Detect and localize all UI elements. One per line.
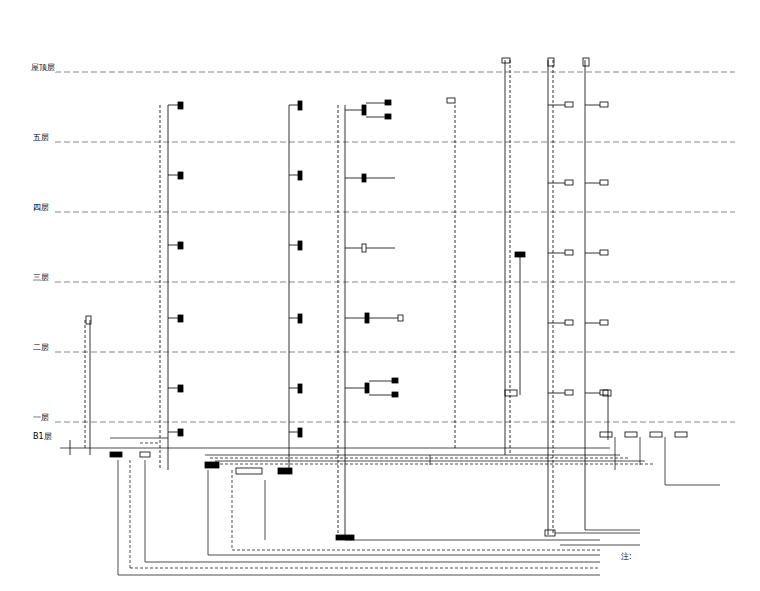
- floor-label: 一层: [32, 414, 50, 422]
- floor-label: 屋顶层: [30, 64, 56, 72]
- floor-label: 二层: [32, 344, 50, 352]
- note-heading: 注:: [620, 553, 633, 561]
- floor-label: 三层: [32, 274, 50, 282]
- floor-label: 四层: [32, 204, 50, 212]
- floor-label: B1层: [32, 433, 53, 441]
- floor-label: 五层: [32, 134, 50, 142]
